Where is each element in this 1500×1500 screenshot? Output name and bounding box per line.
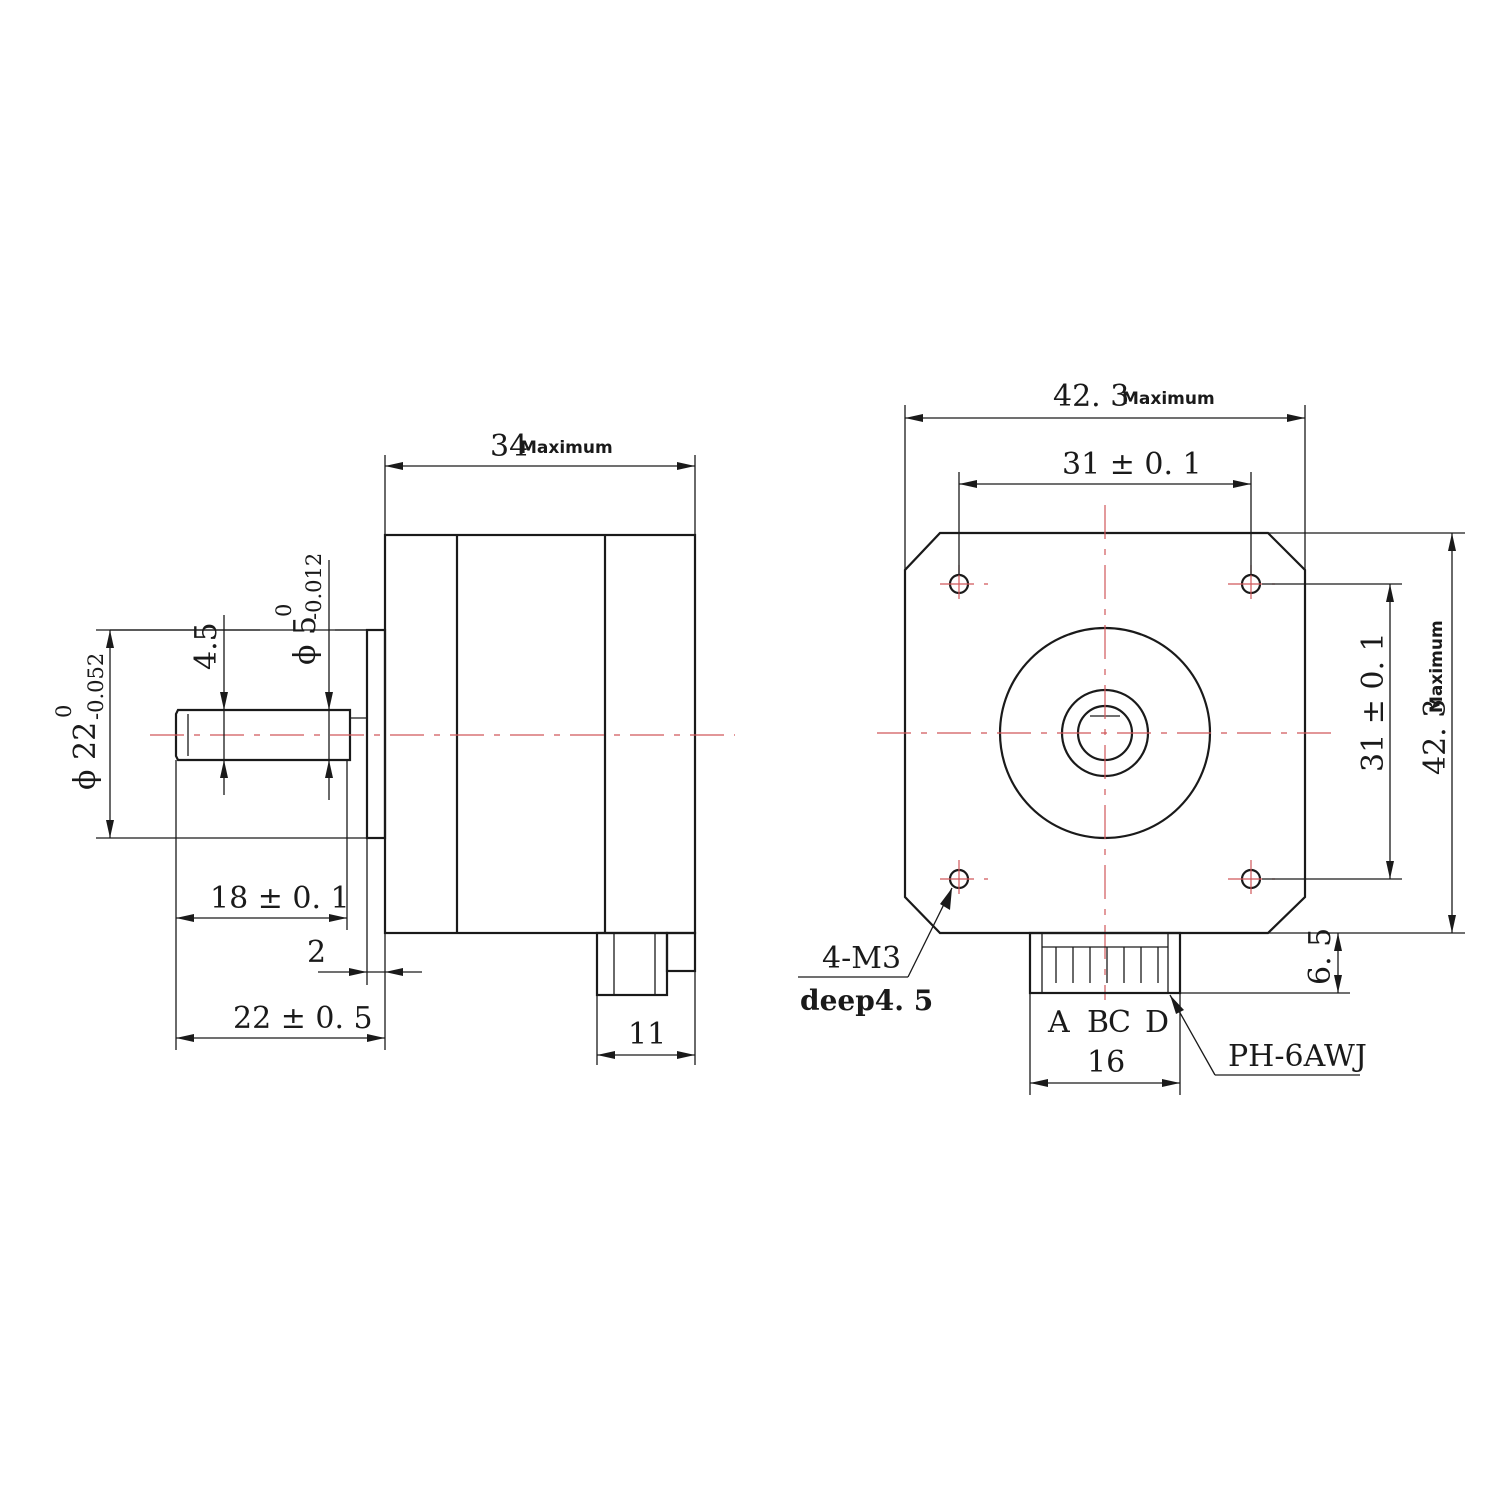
dim-shaft-flat: 4.5	[189, 622, 224, 670]
dim-width-note: Maximum	[1122, 389, 1215, 409]
arrowhead	[1448, 915, 1456, 933]
dim-shaft-total: 22 ± 0. 5	[233, 1001, 373, 1036]
connector-body	[1028, 931, 1182, 995]
dim-boss-dia-upper: 0	[52, 705, 76, 718]
dim-shaft-dia-upper: 0	[272, 604, 296, 617]
side-view: 34 Maximum ϕ 22 0 -0.052 4.5 ϕ 5	[52, 429, 735, 1065]
dim-height: 42. 3	[1418, 699, 1453, 775]
arrowhead	[1233, 480, 1251, 488]
arrowhead	[905, 414, 923, 422]
arrowhead	[1386, 584, 1394, 602]
dim-boss-dia: ϕ 22	[68, 722, 103, 790]
dim-boss-height: 2	[307, 935, 326, 970]
arrowhead	[597, 1051, 615, 1059]
motor-body	[383, 533, 697, 935]
dim-boss-dia-lower: -0.052	[84, 653, 108, 720]
arrowhead	[367, 1034, 385, 1042]
arrowhead	[106, 820, 114, 838]
pin-label-d: D	[1145, 1005, 1169, 1040]
arrowhead	[176, 1034, 194, 1042]
pin-label-b: B	[1087, 1005, 1109, 1040]
arrowhead	[1386, 861, 1394, 879]
shaft	[174, 708, 352, 762]
hole-callout: 4-M3	[822, 941, 901, 976]
dim-length: 34	[490, 429, 528, 464]
arrowhead	[325, 692, 333, 710]
arrowhead	[385, 968, 403, 976]
arrowhead	[329, 914, 347, 922]
arrowhead	[677, 462, 695, 470]
dim-connector-width: 11	[628, 1017, 666, 1052]
arrowhead	[220, 760, 228, 778]
dim-hole-spacing-h: 31 ± 0. 1	[1062, 447, 1202, 482]
arrowhead	[176, 914, 194, 922]
arrowhead	[1334, 933, 1342, 951]
arrowhead	[1287, 414, 1305, 422]
arrowhead	[959, 480, 977, 488]
arrowhead	[1162, 1079, 1180, 1087]
arrowhead	[1170, 995, 1184, 1014]
dim-connector-offset: 6. 5	[1303, 928, 1338, 985]
arrowhead	[349, 968, 367, 976]
arrowhead	[1448, 533, 1456, 551]
arrowhead	[940, 888, 952, 910]
arrowhead	[325, 760, 333, 778]
pin-label-a: A	[1047, 1005, 1070, 1040]
arrowhead	[106, 630, 114, 648]
hole-depth: deep4. 5	[800, 984, 933, 1017]
dim-height-note: Maximum	[1427, 620, 1447, 713]
dim-shaft-length: 18 ± 0. 1	[210, 881, 350, 916]
dim-width: 42. 3	[1053, 379, 1129, 414]
dim-hole-spacing-v: 31 ± 0. 1	[1356, 632, 1391, 772]
dim-shaft-dia: ϕ 5	[288, 616, 323, 665]
arrowhead	[1334, 975, 1342, 993]
connector-tab	[665, 931, 697, 973]
connector-type: PH-6AWJ	[1228, 1039, 1367, 1074]
dim-shaft-dia-lower: -0.012	[302, 553, 326, 620]
pin-label-c: C	[1108, 1005, 1131, 1040]
arrowhead	[385, 462, 403, 470]
dim-connector-width-front: 16	[1087, 1045, 1125, 1080]
arrowhead	[677, 1051, 695, 1059]
mounting-boss	[365, 628, 387, 840]
connector-housing	[595, 931, 669, 997]
dim-length-note: Maximum	[520, 438, 613, 458]
arrowhead	[1030, 1079, 1048, 1087]
arrowhead	[220, 692, 228, 710]
front-view: 42. 3 Maximum 31 ± 0. 1 31 ± 0. 1 42. 3 …	[798, 379, 1465, 1095]
